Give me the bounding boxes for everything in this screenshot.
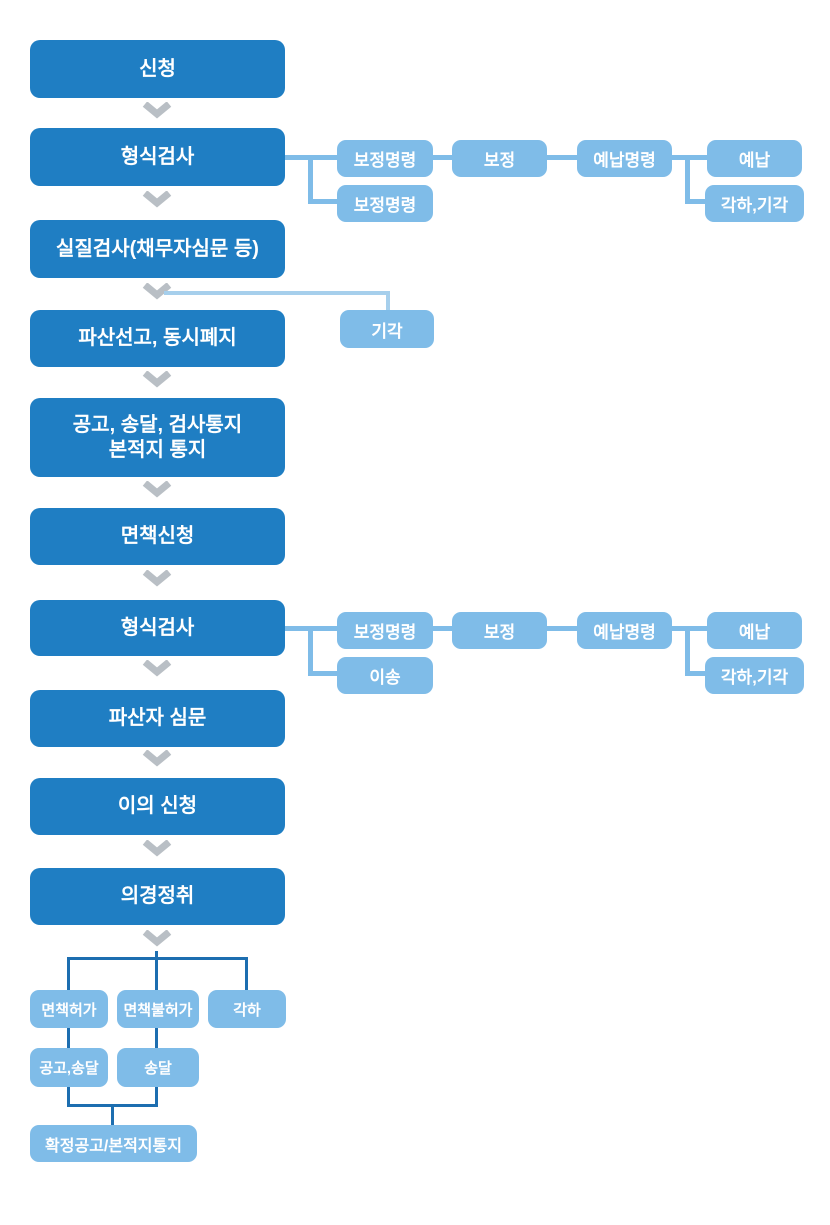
connector-line — [67, 957, 248, 960]
arrow-down-icon — [142, 570, 172, 588]
connector-line — [308, 199, 337, 204]
connector-line — [547, 155, 577, 160]
connector-line — [155, 1087, 158, 1106]
connector-line — [685, 155, 690, 204]
node-deposit-1: 예납 — [707, 140, 802, 177]
connector-line — [155, 951, 158, 990]
node-application: 신청 — [30, 40, 285, 98]
node-objection: 이의 신청 — [30, 778, 285, 835]
node-discharge-application: 면책신청 — [30, 508, 285, 565]
node-dismiss-reject-2: 각하,기각 — [705, 657, 804, 694]
node-final-notice: 확정공고/본적지통지 — [30, 1125, 197, 1162]
connector-line — [308, 626, 313, 675]
arrow-down-icon — [142, 283, 172, 301]
connector-line — [67, 1087, 70, 1106]
node-formal-check-1: 형식검사 — [30, 128, 285, 186]
node-opinion-hearing: 의경정취 — [30, 868, 285, 925]
arrow-down-icon — [142, 750, 172, 768]
arrow-down-icon — [142, 102, 172, 120]
arrow-down-icon — [142, 660, 172, 678]
node-correction-order-3: 보정명령 — [337, 612, 433, 649]
node-bankruptcy-declaration: 파산선고, 동시폐지 — [30, 310, 285, 367]
node-reject: 기각 — [340, 310, 434, 348]
node-deposit-2: 예납 — [707, 612, 802, 649]
connector-line — [67, 957, 70, 990]
node-correction-1: 보정 — [452, 140, 547, 177]
node-formal-check-2: 형식검사 — [30, 600, 285, 656]
connector-line — [155, 1028, 158, 1048]
connector-line — [308, 671, 337, 676]
node-notice: 공고, 송달, 검사통지 본적지 통지 — [30, 398, 285, 477]
connector-line — [433, 626, 452, 631]
arrow-down-icon — [142, 481, 172, 499]
node-deposit-order-2: 예납명령 — [577, 612, 672, 649]
node-dismissed: 각하 — [208, 990, 286, 1028]
connector-line — [67, 1028, 70, 1048]
node-bankrupt-hearing: 파산자 심문 — [30, 690, 285, 747]
node-correction-2: 보정 — [452, 612, 547, 649]
connector-line — [685, 626, 690, 675]
node-substantive-check: 실질검사(채무자심문 등) — [30, 220, 285, 278]
node-discharge-granted: 면책허가 — [30, 990, 108, 1028]
node-notice-service: 공고,송달 — [30, 1048, 108, 1087]
node-deposit-order-1: 예납명령 — [577, 140, 672, 177]
node-correction-order-1: 보정명령 — [337, 140, 433, 177]
arrow-down-icon — [142, 930, 172, 948]
connector-line — [433, 155, 452, 160]
connector-line — [245, 957, 248, 990]
node-dismiss-reject-1: 각하,기각 — [705, 185, 804, 222]
connector-line — [386, 291, 390, 312]
arrow-down-icon — [142, 371, 172, 389]
connector-line — [164, 291, 390, 295]
node-correction-order-2: 보정명령 — [337, 185, 433, 222]
arrow-down-icon — [142, 840, 172, 858]
node-transfer: 이송 — [337, 657, 433, 694]
connector-line — [685, 671, 705, 676]
connector-line — [111, 1104, 114, 1125]
connector-line — [547, 626, 577, 631]
connector-line — [308, 155, 313, 204]
node-discharge-denied: 면책불허가 — [117, 990, 199, 1028]
node-service: 송달 — [117, 1048, 199, 1087]
arrow-down-icon — [142, 191, 172, 209]
connector-line — [685, 199, 705, 204]
